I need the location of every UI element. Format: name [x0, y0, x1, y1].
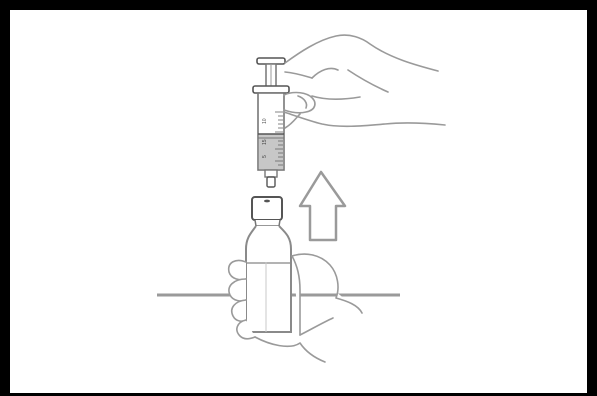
up-arrow-icon [300, 172, 345, 240]
syringe: 10 15 5 [253, 58, 289, 187]
hand-holding-syringe [284, 35, 445, 128]
syringe-scale-label-15: 15 [262, 139, 268, 145]
syringe-scale-label-5: 5 [262, 155, 268, 158]
bottle [246, 197, 291, 332]
syringe-scale-label-10: 10 [262, 118, 268, 124]
